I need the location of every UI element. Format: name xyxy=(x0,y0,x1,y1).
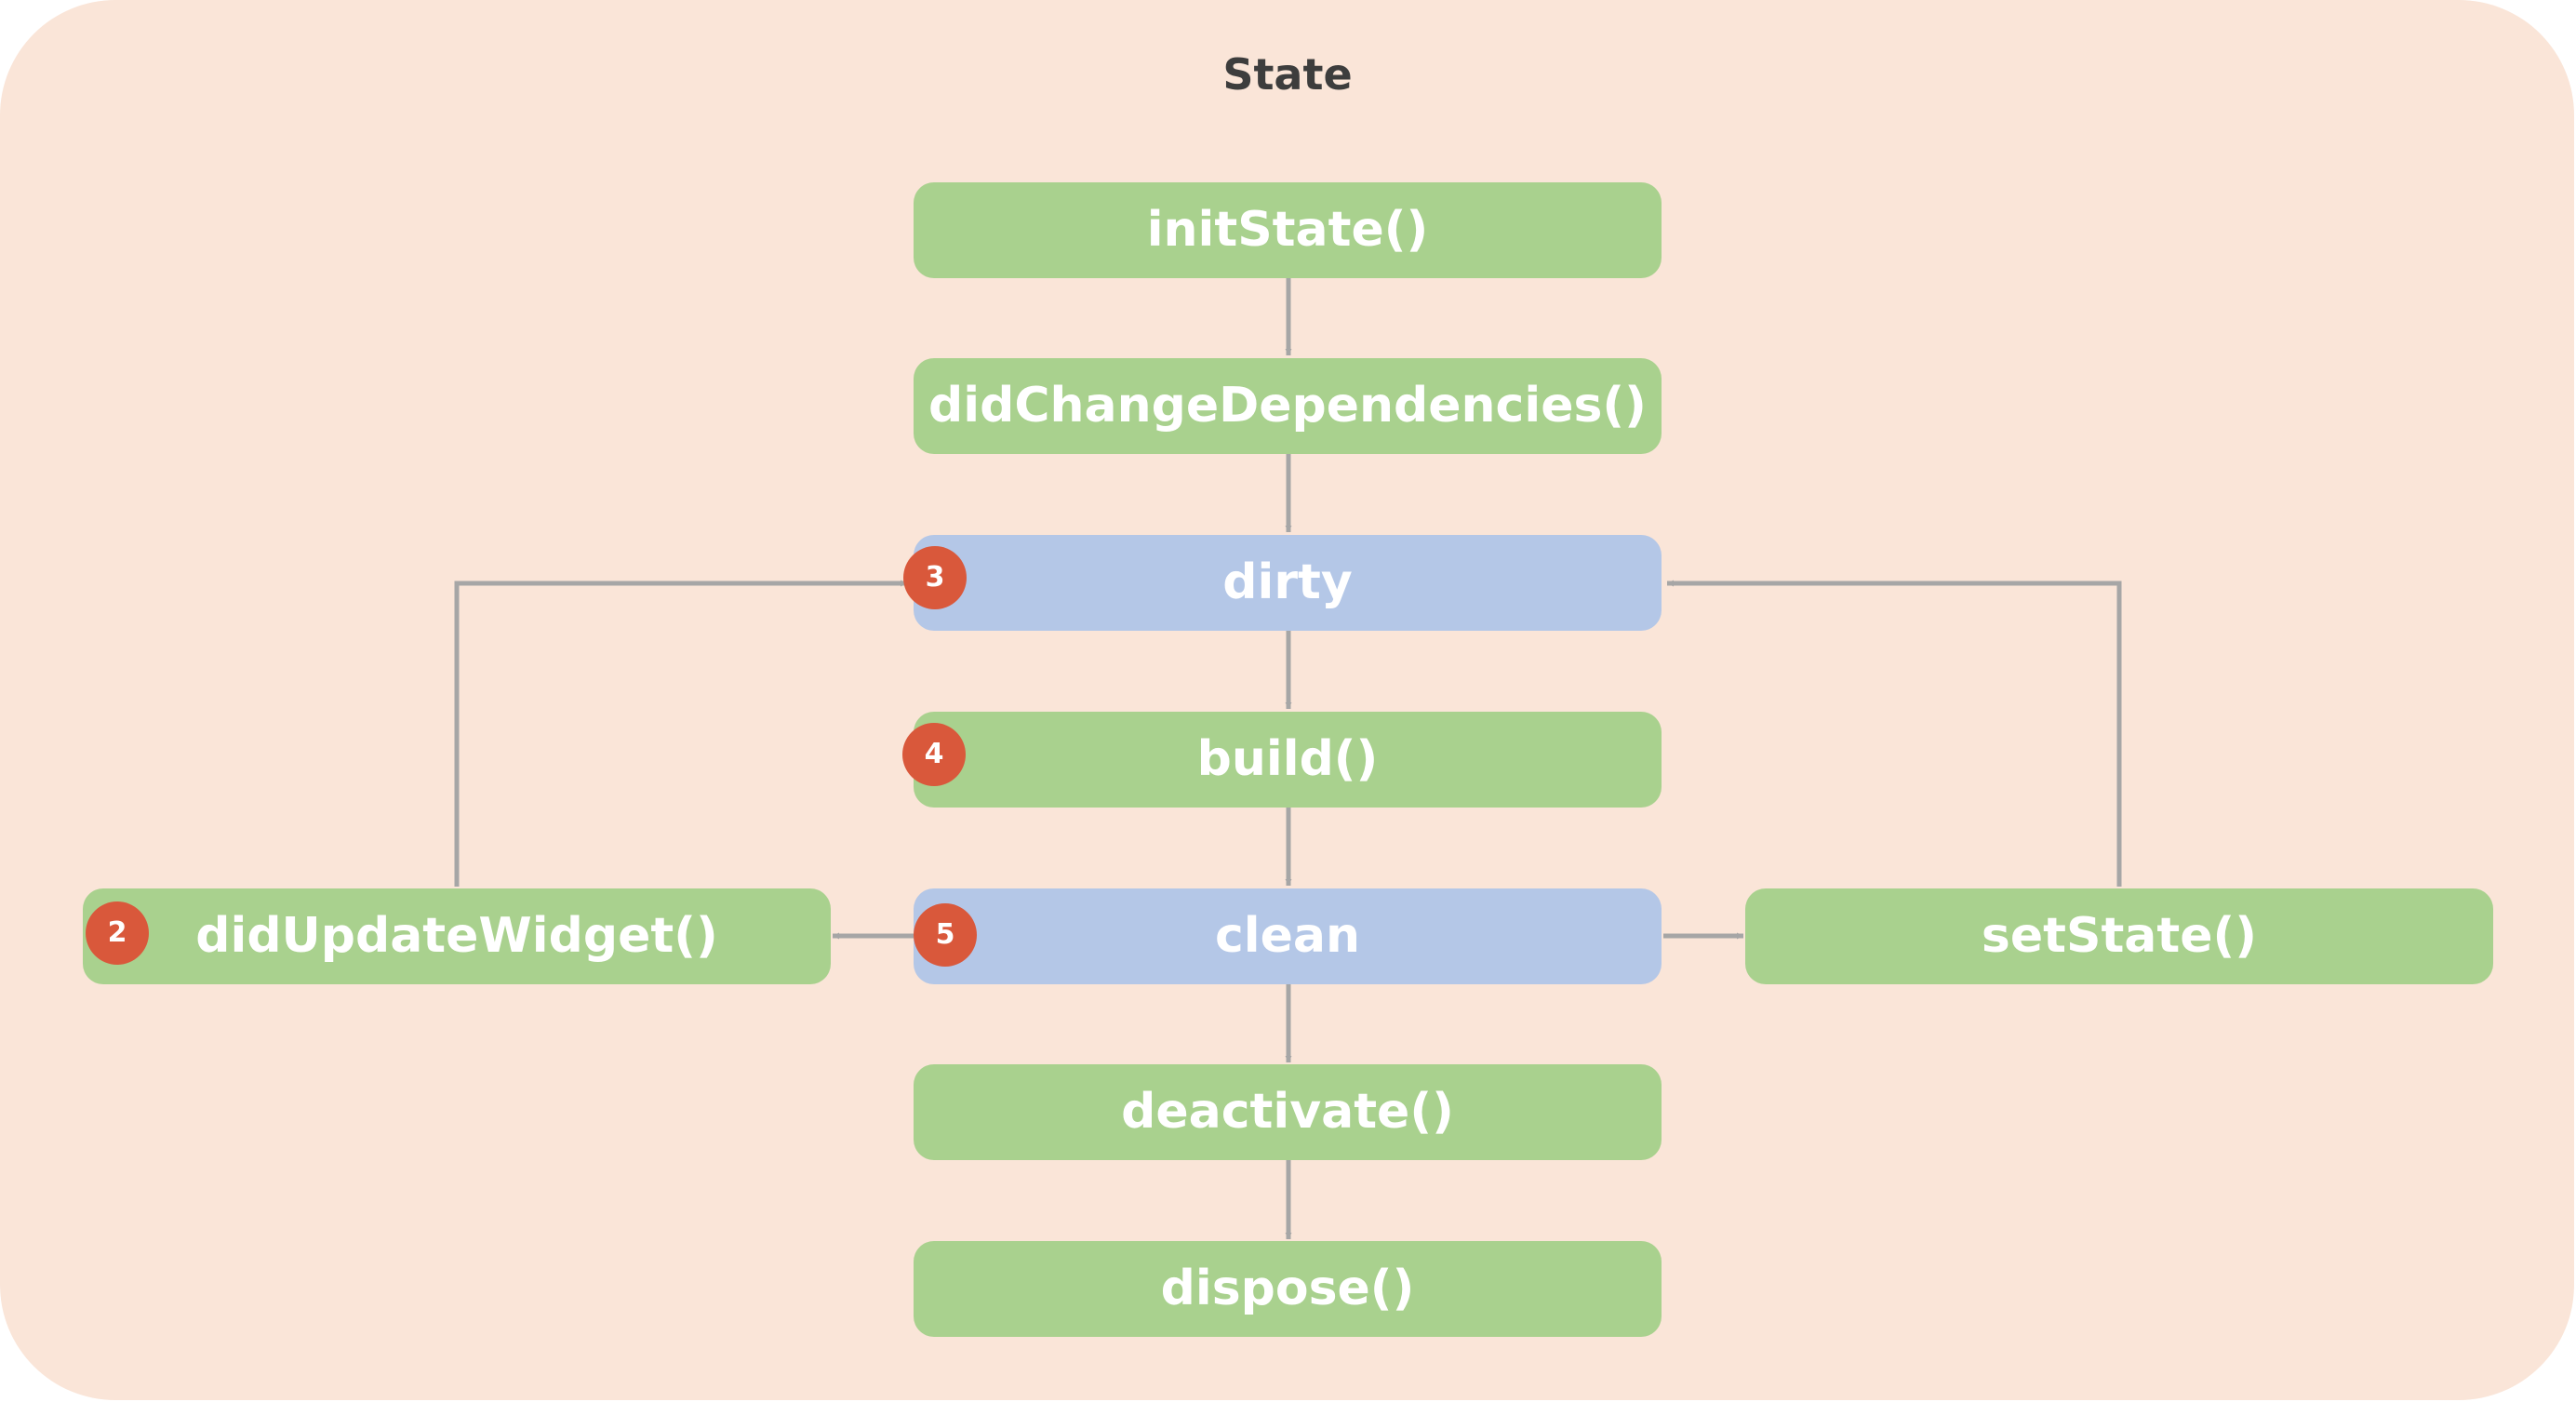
build-node: build() xyxy=(914,712,1662,808)
build-step-badge: 4 xyxy=(902,723,966,786)
init-state-node: initState() xyxy=(914,182,1662,278)
diagram-title: State xyxy=(1222,49,1353,100)
did-update-widget-node: didUpdateWidget() xyxy=(83,888,831,984)
dirty-step-badge: 3 xyxy=(903,546,967,609)
did-update-widget-step-badge: 2 xyxy=(86,901,149,965)
clean-node: clean xyxy=(914,888,1662,984)
arrow-set-state-to-dirty xyxy=(1667,580,2122,887)
did-change-dependencies-node: didChangeDependencies() xyxy=(914,358,1662,454)
deactivate-node: deactivate() xyxy=(914,1064,1662,1160)
dispose-node: dispose() xyxy=(914,1241,1662,1337)
set-state-node: setState() xyxy=(1745,888,2493,984)
dirty-node: dirty xyxy=(914,535,1662,631)
arrow-did-update-widget-to-dirty xyxy=(454,580,907,887)
clean-step-badge: 5 xyxy=(914,903,977,967)
